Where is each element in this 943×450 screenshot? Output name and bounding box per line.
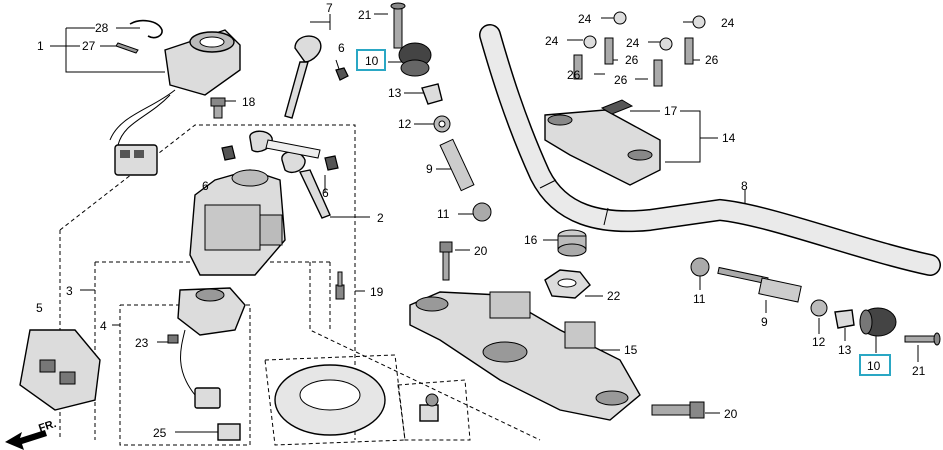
callout-28: 28 (95, 21, 109, 35)
part-12a (433, 115, 451, 133)
callout-24a: 24 (578, 12, 592, 26)
caps-24-part (583, 11, 706, 51)
callout-27: 27 (82, 39, 96, 53)
keys-part-middle (249, 130, 331, 219)
callout-14: 14 (722, 131, 736, 145)
callout-23: 23 (135, 336, 149, 350)
callout-9a: 9 (426, 162, 433, 176)
screw-23-part (167, 334, 179, 344)
callout-9b: 9 (761, 315, 768, 329)
callout-13b: 13 (838, 343, 852, 357)
holder-upper-part (544, 109, 661, 186)
callout-1: 1 (37, 39, 44, 53)
cap-16-part (557, 229, 587, 257)
top-bridge-part (409, 291, 641, 421)
bolt-20a-part (439, 241, 453, 281)
part-9b (717, 266, 802, 303)
callout-26c: 26 (614, 73, 628, 87)
ignition-switch-part (189, 169, 286, 276)
pin-part (115, 42, 139, 54)
callout-26b: 26 (625, 53, 639, 67)
highlight-box-10-bottom (859, 354, 891, 376)
plate-17-part (600, 99, 634, 115)
fuel-cap-part (274, 364, 386, 436)
part-12b (810, 299, 828, 317)
callout-19: 19 (370, 285, 384, 299)
callout-20b: 20 (724, 407, 738, 421)
lock-cylinder-part (419, 393, 439, 422)
callout-17: 17 (664, 104, 678, 118)
callout-24c: 24 (545, 34, 559, 48)
callout-6a: 6 (338, 41, 345, 55)
callout-7: 7 (326, 1, 333, 15)
callout-11b: 11 (693, 292, 706, 306)
callout-10b: 10 (867, 359, 881, 373)
callout-25: 25 (153, 426, 167, 440)
callout-18: 18 (242, 95, 256, 109)
part-13b (834, 309, 855, 329)
bracket-5-part (19, 329, 101, 411)
callout-3: 3 (66, 284, 73, 298)
callout-2: 2 (377, 211, 384, 225)
highlight-box-10-top (356, 49, 386, 71)
callout-12a: 12 (398, 117, 412, 131)
screw-18-part (210, 97, 226, 119)
switch-housing-part (109, 29, 241, 176)
bolts-26-part (573, 37, 694, 87)
callout-13a: 13 (388, 86, 402, 100)
clip-ring-part (129, 19, 163, 39)
callout-numbers: 1 28 27 7 6 21 10 13 12 9 11 20 18 6 6 2… (36, 1, 926, 440)
callout-15: 15 (624, 343, 638, 357)
weight-10a-part (398, 42, 432, 77)
callout-5: 5 (36, 301, 43, 315)
handlebar-part (479, 24, 941, 276)
callout-22: 22 (607, 289, 621, 303)
connector-25-part (217, 423, 241, 441)
weight-10b-part (859, 307, 897, 337)
callout-24d: 24 (626, 36, 640, 50)
screw-21b-part (904, 332, 941, 346)
callout-6b: 6 (202, 179, 209, 193)
part-13a (421, 83, 443, 105)
key-part-top (284, 35, 322, 119)
nut-6c-part (324, 155, 339, 171)
seat-lock-part (177, 287, 246, 409)
screw-19-part (335, 271, 345, 300)
callout-4: 4 (100, 319, 107, 333)
callout-26d: 26 (705, 53, 719, 67)
screw-21a-part (390, 2, 406, 49)
callout-6c: 6 (322, 186, 329, 200)
callout-16: 16 (524, 233, 538, 247)
callout-26a: 26 (567, 68, 581, 82)
front-arrow-indicator: FR. (5, 418, 58, 450)
bolt-20b-part (651, 401, 705, 419)
leader-lines (50, 13, 919, 433)
callout-12b: 12 (812, 335, 826, 349)
callout-10a: 10 (365, 54, 379, 68)
part-11b (690, 257, 710, 277)
front-label: FR. (37, 418, 58, 435)
nut-6a-part (335, 67, 349, 81)
part-11a (472, 202, 492, 222)
callout-20a: 20 (474, 244, 488, 258)
callout-24b: 24 (721, 16, 735, 30)
nut-22-part (544, 269, 591, 299)
callout-11a: 11 (437, 207, 450, 221)
callout-21b: 21 (912, 364, 926, 378)
part-9a (439, 138, 475, 192)
callout-8: 8 (741, 179, 748, 193)
nut-6b-part (221, 145, 236, 161)
callout-21a: 21 (358, 8, 372, 22)
